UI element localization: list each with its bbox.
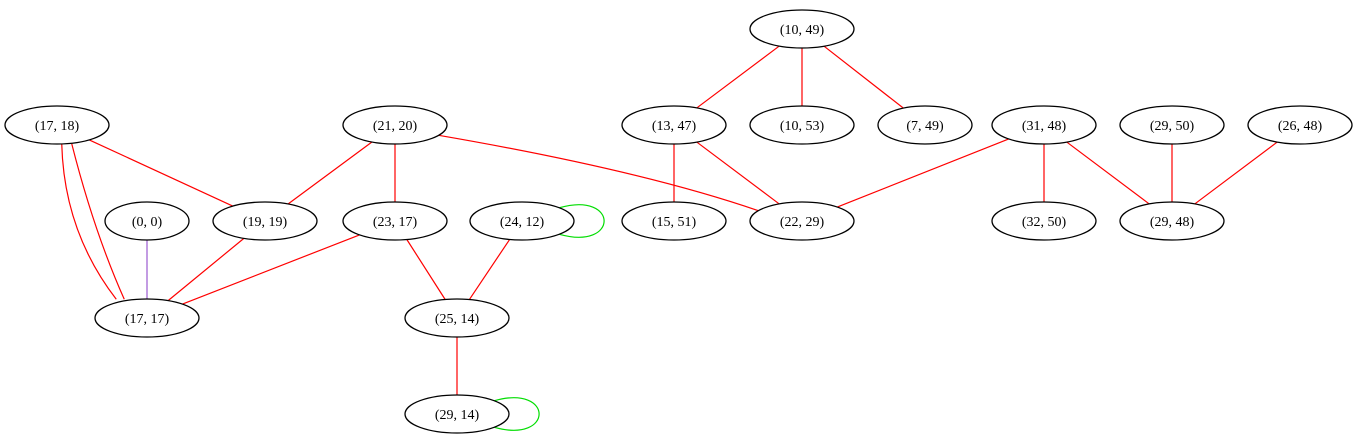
graph-edge	[182, 234, 360, 305]
node-ellipse	[1247, 105, 1353, 145]
graph-edge	[1066, 141, 1150, 205]
node-label: (7, 49)	[906, 119, 944, 134]
node-ellipse	[404, 394, 510, 434]
self-loop-edge	[494, 397, 540, 431]
nodes-layer: (10, 49) (13, 47) (10, 53) (7, 49) (31, 48) (…	[4, 9, 1353, 434]
graph-edge	[837, 138, 1009, 208]
node-label: (29, 48)	[1150, 215, 1195, 230]
node-label: (10, 53)	[780, 119, 825, 134]
node-label: (25, 14)	[435, 312, 480, 327]
graph-edge	[89, 139, 233, 207]
graph-edge	[468, 239, 511, 300]
edges-layer	[61, 45, 1278, 431]
node-ellipse	[877, 105, 973, 145]
node-label: (17, 18)	[35, 119, 80, 134]
node-ellipse	[342, 201, 448, 241]
graph-node: (29, 48)	[1119, 201, 1225, 241]
node-label: (0, 0)	[132, 215, 163, 230]
graph-node: (31, 48)	[991, 105, 1097, 145]
node-label: (23, 17)	[373, 215, 418, 230]
graph-node: (23, 17)	[342, 201, 448, 241]
node-label: (29, 50)	[1150, 119, 1195, 134]
graph-edge	[167, 237, 245, 302]
graph-node: (24, 12)	[469, 201, 575, 241]
graph-node: (7, 49)	[877, 105, 973, 145]
node-label: (29, 14)	[435, 408, 480, 423]
self-loop-edge	[559, 204, 605, 238]
node-ellipse	[991, 105, 1097, 145]
node-label: (10, 49)	[780, 23, 825, 38]
node-ellipse	[104, 201, 190, 241]
graph-node: (10, 53)	[749, 105, 855, 145]
graph-edge	[61, 143, 117, 300]
node-label: (22, 29)	[780, 215, 825, 230]
node-label: (32, 50)	[1022, 215, 1067, 230]
node-ellipse	[404, 298, 510, 338]
graph-node: (17, 18)	[4, 105, 110, 145]
node-ellipse	[212, 201, 318, 241]
node-ellipse	[991, 201, 1097, 241]
node-ellipse	[621, 201, 727, 241]
node-label: (15, 51)	[652, 215, 697, 230]
graph-edge	[438, 134, 759, 212]
node-label: (17, 17)	[125, 312, 170, 327]
node-ellipse	[621, 105, 727, 145]
node-ellipse	[749, 201, 855, 241]
graph-node: (13, 47)	[621, 105, 727, 145]
node-ellipse	[342, 105, 448, 145]
graph-edge	[696, 45, 780, 109]
node-ellipse	[94, 298, 200, 338]
graph-node: (19, 19)	[212, 201, 318, 241]
graph-node: (17, 17)	[94, 298, 200, 338]
node-label: (24, 12)	[500, 215, 545, 230]
graph-node: (29, 14)	[404, 394, 510, 434]
graph-node: (29, 50)	[1119, 105, 1225, 145]
node-ellipse	[1119, 201, 1225, 241]
graph-node: (26, 48)	[1247, 105, 1353, 145]
graph-node: (21, 20)	[342, 105, 448, 145]
node-label: (19, 19)	[243, 215, 288, 230]
graph-node: (25, 14)	[404, 298, 510, 338]
node-label: (13, 47)	[652, 119, 697, 134]
graph-node: (15, 51)	[621, 201, 727, 241]
graph-edge	[1194, 141, 1278, 205]
graph-edge	[696, 141, 780, 205]
graph-edge	[287, 141, 373, 205]
node-ellipse	[1119, 105, 1225, 145]
graph-node: (10, 49)	[749, 9, 855, 49]
node-ellipse	[749, 105, 855, 145]
node-label: (21, 20)	[373, 119, 418, 134]
node-ellipse	[749, 9, 855, 49]
graph-edge	[823, 45, 904, 109]
node-label: (31, 48)	[1022, 119, 1067, 134]
node-ellipse	[469, 201, 575, 241]
graph-node: (22, 29)	[749, 201, 855, 241]
graph-node: (32, 50)	[991, 201, 1097, 241]
node-label: (26, 48)	[1278, 119, 1323, 134]
node-ellipse	[4, 105, 110, 145]
graph-edge	[71, 143, 125, 300]
graph-node: (0, 0)	[104, 201, 190, 241]
graph-edge	[406, 239, 446, 300]
